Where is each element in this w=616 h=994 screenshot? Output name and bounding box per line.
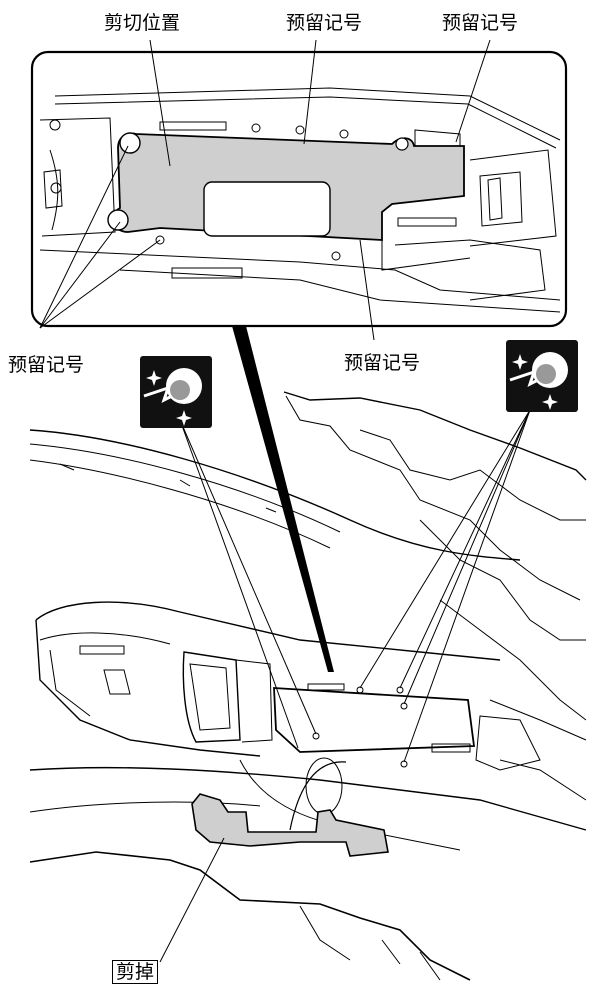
detail-inset: [30, 50, 568, 328]
leader-lines-symbols: [159, 409, 531, 963]
inset-frame: [30, 50, 568, 328]
label-cut-position: 剪切位置: [104, 12, 181, 34]
label-mark-left: 预留记号: [8, 354, 85, 376]
marker-symbol-icon: [140, 356, 212, 428]
label-mark-top-right: 预留记号: [442, 12, 519, 34]
label-mark-top-center: 预留记号: [286, 12, 363, 34]
zoom-connector: [232, 326, 334, 672]
label-mark-center: 预留记号: [344, 352, 421, 374]
marker-symbol-icon: [506, 340, 578, 412]
cut-off-piece: [191, 793, 389, 857]
main-drawing: [29, 391, 587, 981]
opening-inset: [203, 181, 331, 237]
label-cut-off: 剪掉: [112, 960, 159, 984]
leader-lines-top: [39, 39, 491, 341]
